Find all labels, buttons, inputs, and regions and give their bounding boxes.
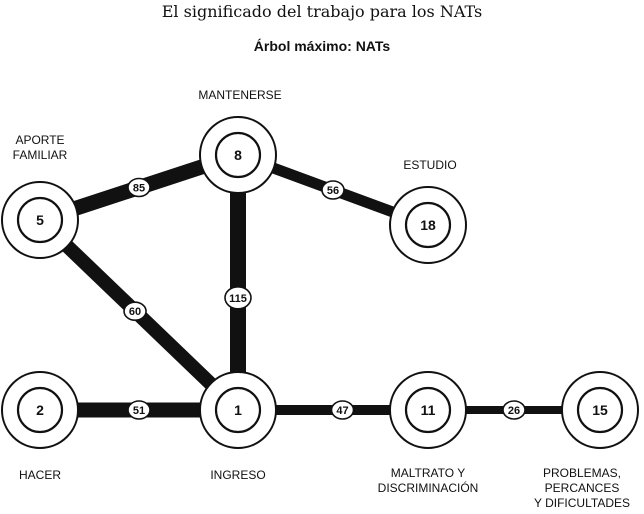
node-value: 18: [420, 217, 436, 233]
edge-weight-n8-n18: 56: [321, 180, 345, 200]
node-label-n11: MALTRATO Y DISCRIMINACIÓN: [377, 466, 479, 495]
edge-weight-text: 115: [229, 293, 247, 305]
node-value: 1: [234, 402, 242, 418]
edge-weight-n1-n11: 47: [330, 400, 355, 420]
node-n18: 18: [389, 186, 467, 264]
node-value: 8: [234, 147, 242, 163]
node-label-n5: APORTE FAMILIAR: [12, 133, 68, 162]
edge-weight-n11-n15: 26: [502, 400, 526, 420]
node-n1: 1: [199, 371, 277, 449]
node-n2: 2: [1, 371, 79, 449]
edge-weight-text: 60: [129, 306, 141, 318]
node-value: 5: [36, 212, 44, 228]
node-n8: 8: [199, 116, 277, 194]
node-value: 2: [36, 402, 44, 418]
node-label-n1: INGRESO: [210, 468, 266, 482]
diagram-subtitle: Árbol máximo: NATs: [253, 38, 391, 54]
figure-title: El significado del trabajo para los NATs: [161, 2, 483, 21]
node-value: 11: [421, 402, 436, 418]
node-n11: 11: [389, 371, 467, 449]
node-label-n2: HACER: [18, 468, 61, 482]
edge-weight-n5-n1: 60: [123, 301, 147, 322]
node-label-n8: MANTENERSE: [198, 88, 282, 102]
edge-weight-n5-n8: 85: [127, 177, 151, 198]
node-label-n15: PROBLEMAS, PERCANCES Y DIFICULTADES: [533, 466, 631, 510]
node-label-n18: ESTUDIO: [403, 158, 457, 172]
edge-weight-n8-n1: 115: [224, 285, 252, 310]
edge-weight-n2-n1: 51: [127, 400, 151, 420]
edge-weight-text: 51: [133, 405, 145, 417]
edge-weight-text: 85: [133, 183, 145, 195]
edge-weight-text: 56: [327, 185, 339, 197]
edge-weight-text: 26: [508, 405, 520, 417]
node-n5: 5: [1, 181, 79, 259]
edge-weight-text: 47: [336, 405, 348, 417]
node-n15: 15: [561, 371, 639, 449]
node-value: 15: [592, 402, 608, 418]
